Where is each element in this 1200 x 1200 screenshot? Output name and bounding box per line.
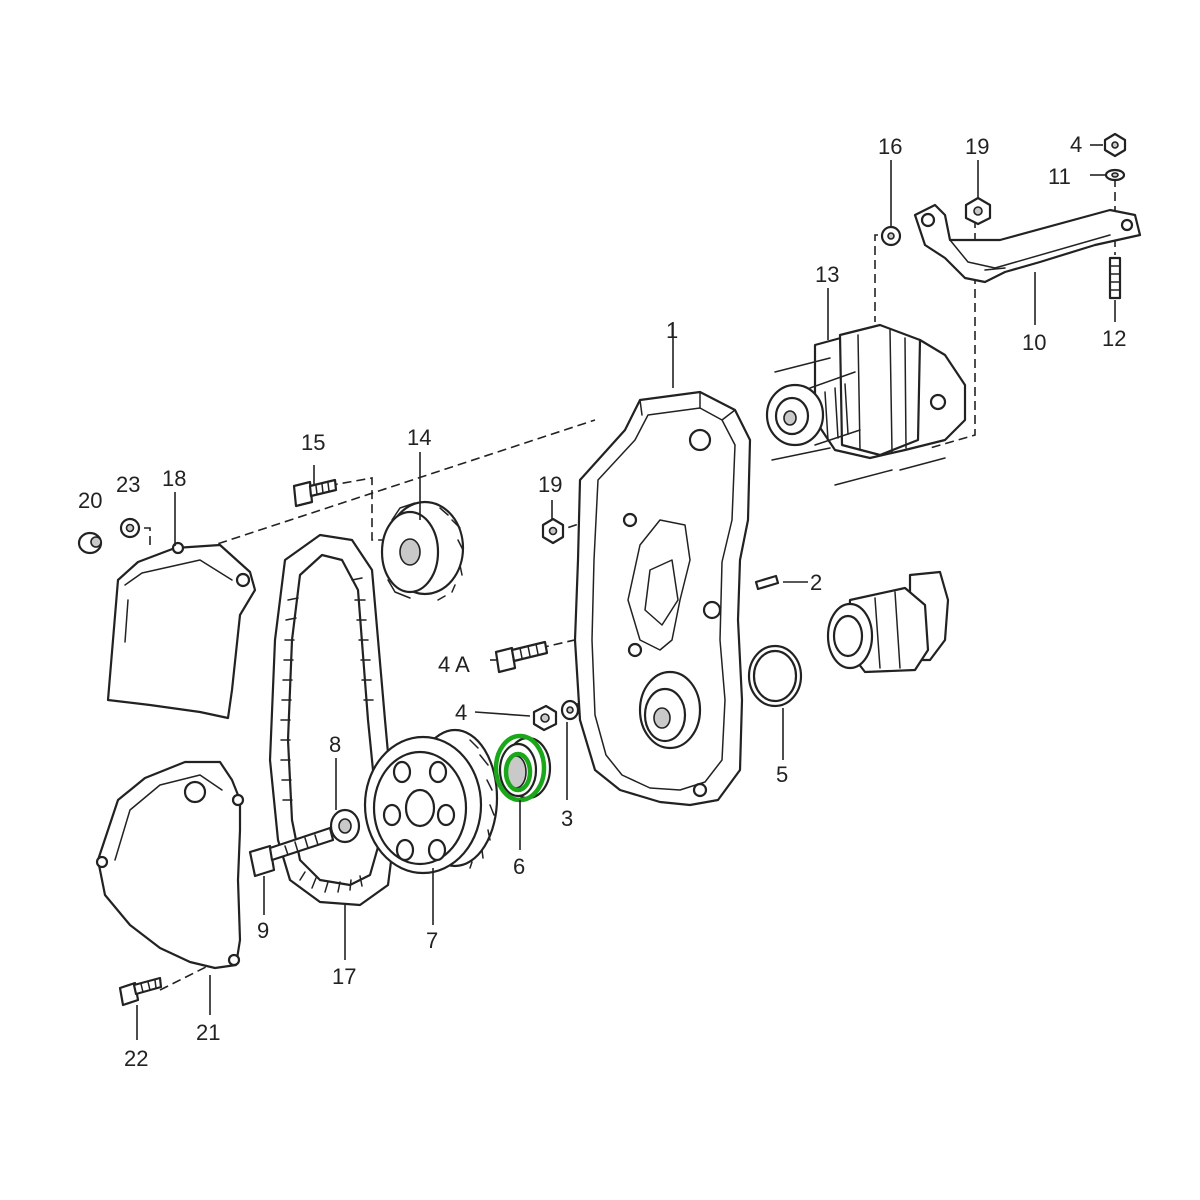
part-10-bracket xyxy=(913,203,1142,284)
callout-12: 12 xyxy=(1102,326,1126,351)
callout-9: 9 xyxy=(257,918,269,943)
part-21-lower-cover xyxy=(95,760,245,970)
callout-3: 3 xyxy=(561,806,573,831)
callout-20: 20 xyxy=(78,488,102,513)
intermediate-shaft-housing xyxy=(826,570,950,674)
part-12-stud xyxy=(1108,256,1122,300)
part-2-dowel-pin xyxy=(754,574,780,591)
part-19-nut-top xyxy=(964,196,992,226)
part-4-nut-lower xyxy=(532,704,558,732)
leader-lines xyxy=(136,144,1116,1040)
callout-23: 23 xyxy=(116,472,140,497)
callout-8: 8 xyxy=(329,732,341,757)
part-23-washer xyxy=(119,517,141,539)
callout-labels: 1 2 3 4 4 A 5 6 7 8 9 10 4 11 12 13 14 1… xyxy=(78,132,1126,1071)
callout-17: 17 xyxy=(332,964,356,989)
part-17-timing-belt xyxy=(268,533,397,907)
callout-4-top: 4 xyxy=(1070,132,1082,157)
callout-15: 15 xyxy=(301,430,325,455)
callout-19-center: 19 xyxy=(538,472,562,497)
part-22-bolt xyxy=(118,976,163,1007)
part-20-nut xyxy=(77,531,103,555)
part-13-water-pump xyxy=(765,323,967,486)
part-15-bolt xyxy=(292,478,338,508)
callout-10: 10 xyxy=(1022,330,1046,355)
part-11-washer xyxy=(1104,168,1126,182)
callout-2: 2 xyxy=(810,570,822,595)
part-16-washer xyxy=(880,225,902,247)
callout-4A: 4 A xyxy=(438,652,470,677)
callout-1: 1 xyxy=(666,318,678,343)
callout-13: 13 xyxy=(815,262,839,287)
callout-14: 14 xyxy=(407,425,431,450)
part-18-upper-cover xyxy=(106,541,257,720)
callout-5: 5 xyxy=(776,762,788,787)
part-4A-bolt xyxy=(494,640,549,674)
callout-16: 16 xyxy=(878,134,902,159)
callout-21: 21 xyxy=(196,1020,220,1045)
part-8-tensioner-nut xyxy=(329,808,361,844)
part-19-nut-center xyxy=(541,517,565,545)
callout-4-lower: 4 xyxy=(455,700,467,725)
part-4-nut-top xyxy=(1103,132,1127,158)
part-14-camshaft-sprocket xyxy=(380,500,465,601)
callout-22: 22 xyxy=(124,1046,148,1071)
callout-18: 18 xyxy=(162,466,186,491)
part-1-timing-case xyxy=(573,390,752,807)
callout-19-top: 19 xyxy=(965,134,989,159)
oil-seal-highlight-inner xyxy=(503,751,533,793)
callout-6: 6 xyxy=(513,854,525,879)
callout-7: 7 xyxy=(426,928,438,953)
part-3-washer xyxy=(560,699,580,721)
part-6-oil-seal xyxy=(493,733,552,803)
callout-11: 11 xyxy=(1048,164,1071,189)
part-7-crank-sprocket xyxy=(363,728,499,875)
part-9-bolt xyxy=(248,826,335,878)
part-5-o-ring xyxy=(747,644,803,708)
